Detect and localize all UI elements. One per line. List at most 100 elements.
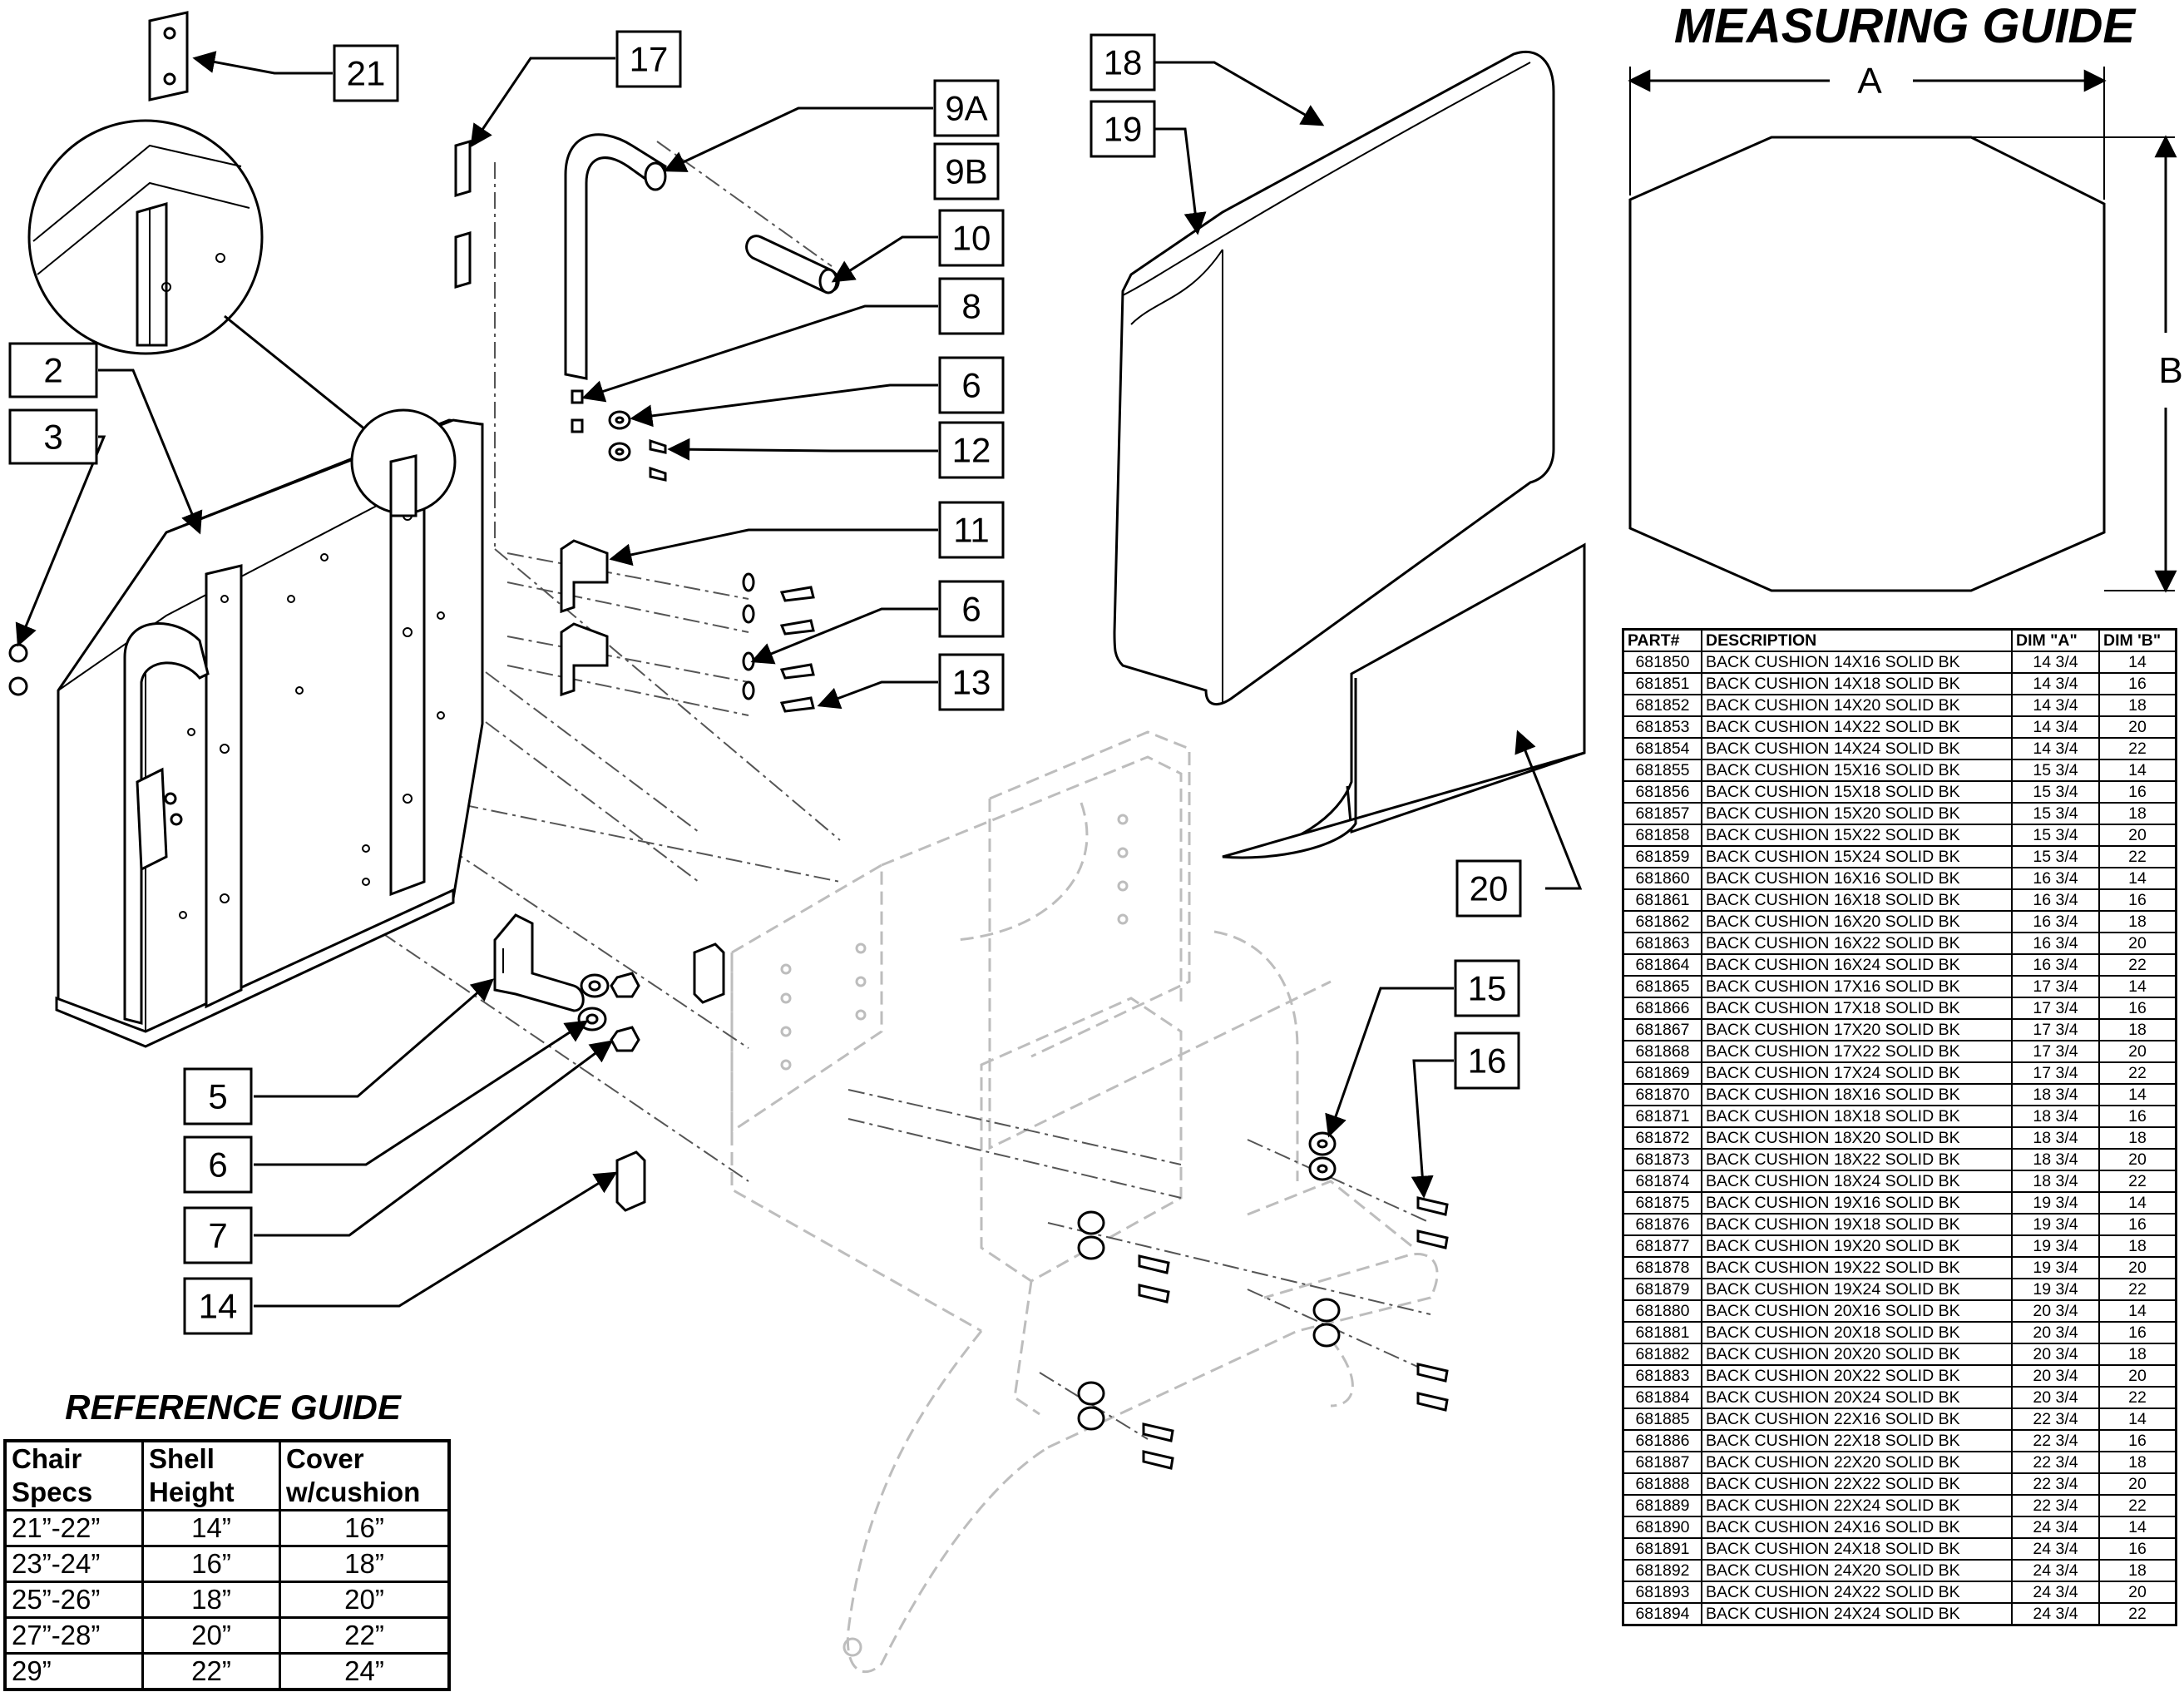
column-header-dim-a: DIM "A" <box>2011 628 2100 652</box>
table-cell: 681851 <box>1622 672 1702 695</box>
table-cell: 15 3/4 <box>2011 845 2100 868</box>
table-cell: 20 <box>2098 824 2177 847</box>
table-cell: 681855 <box>1622 759 1702 782</box>
table-cell: BACK CUSHION 20X20 SOLID BK <box>1701 1343 2013 1366</box>
table-cell: 18 <box>2098 910 2177 933</box>
callout-13: 13 <box>938 653 1005 711</box>
table-cell: 24” <box>279 1652 451 1691</box>
svg-text:20: 20 <box>1470 869 1509 908</box>
table-cell: 19 3/4 <box>2011 1278 2100 1301</box>
table-cell: 20” <box>141 1616 281 1655</box>
svg-text:5: 5 <box>208 1077 227 1116</box>
table-cell: 681892 <box>1622 1559 1702 1582</box>
table-cell: 18 3/4 <box>2011 1126 2100 1150</box>
table-cell: 681886 <box>1622 1429 1702 1452</box>
callout-11: 11 <box>938 501 1005 559</box>
callout-labels: 21 17 9A 9B 10 8 6 12 11 6 13 2 3 5 6 7 … <box>8 30 1522 1335</box>
table-cell: BACK CUSHION 20X16 SOLID BK <box>1701 1299 2013 1323</box>
table-cell: 18 3/4 <box>2011 1148 2100 1171</box>
table-cell: 681871 <box>1622 1105 1702 1128</box>
table-cell: 16 <box>2098 780 2177 804</box>
table-row: 21”-22”14”16” <box>3 1509 451 1547</box>
dimension-b-label: B <box>2158 350 2182 391</box>
measuring-guide-outline: A B <box>1628 61 2183 593</box>
table-cell: BACK CUSHION 16X16 SOLID BK <box>1701 867 2013 890</box>
table-cell: 18 3/4 <box>2011 1083 2100 1106</box>
table-cell: 18 3/4 <box>2011 1170 2100 1193</box>
table-cell: 14 <box>2098 1191 2177 1215</box>
table-cell: 681879 <box>1622 1278 1702 1301</box>
table-row: 23”-24”16”18” <box>3 1545 451 1583</box>
table-cell: 17 3/4 <box>2011 1040 2100 1063</box>
table-cell: 21”-22” <box>3 1509 144 1547</box>
table-cell: 14 <box>2098 1299 2177 1323</box>
table-cell: 14 <box>2098 759 2177 782</box>
table-cell: 681885 <box>1622 1408 1702 1431</box>
callout-2: 2 <box>8 342 98 398</box>
table-cell: BACK CUSHION 22X20 SOLID BK <box>1701 1451 2013 1474</box>
table-cell: 15 3/4 <box>2011 780 2100 804</box>
table-cell: BACK CUSHION 19X16 SOLID BK <box>1701 1191 2013 1215</box>
table-cell: 19 3/4 <box>2011 1191 2100 1215</box>
table-cell: 18” <box>279 1545 451 1583</box>
table-cell: 16 <box>2098 672 2177 695</box>
callout-18: 18 <box>1090 33 1156 92</box>
table-cell: 24 3/4 <box>2011 1559 2100 1582</box>
table-cell: 14 3/4 <box>2011 694 2100 717</box>
table-cell: 681873 <box>1622 1148 1702 1171</box>
table-cell: 17 3/4 <box>2011 1061 2100 1085</box>
table-cell: 20 3/4 <box>2011 1364 2100 1388</box>
column-header-chair-specs: Chair Specs <box>3 1439 144 1511</box>
callout-21: 21 <box>333 44 399 102</box>
table-cell: 22 <box>2098 1170 2177 1193</box>
table-cell: 681863 <box>1622 932 1702 955</box>
table-cell: 16” <box>279 1509 451 1547</box>
table-cell: BACK CUSHION 16X20 SOLID BK <box>1701 910 2013 933</box>
table-cell: 681876 <box>1622 1213 1702 1236</box>
table-cell: 16 <box>2098 1537 2177 1561</box>
table-cell: BACK CUSHION 19X22 SOLID BK <box>1701 1256 2013 1279</box>
table-cell: BACK CUSHION 24X16 SOLID BK <box>1701 1516 2013 1539</box>
table-cell: 22 3/4 <box>2011 1494 2100 1517</box>
table-cell: BACK CUSHION 24X22 SOLID BK <box>1701 1581 2013 1604</box>
svg-text:11: 11 <box>953 511 990 550</box>
table-cell: 681883 <box>1622 1364 1702 1388</box>
table-cell: 681860 <box>1622 867 1702 890</box>
callout-3: 3 <box>8 408 98 465</box>
table-cell: 15 3/4 <box>2011 802 2100 825</box>
table-cell: 681884 <box>1622 1386 1702 1409</box>
table-cell: BACK CUSHION 17X16 SOLID BK <box>1701 975 2013 998</box>
table-cell: 18 <box>2098 1018 2177 1041</box>
callout-9b: 9B <box>933 142 1000 200</box>
table-cell: BACK CUSHION 16X18 SOLID BK <box>1701 888 2013 912</box>
table-cell: 681861 <box>1622 888 1702 912</box>
table-cell: 681859 <box>1622 845 1702 868</box>
callout-6-upper: 6 <box>938 356 1005 414</box>
table-cell: 14” <box>141 1509 281 1547</box>
svg-text:13: 13 <box>952 663 991 702</box>
callout-8: 8 <box>938 277 1005 335</box>
table-cell: BACK CUSHION 18X16 SOLID BK <box>1701 1083 2013 1106</box>
table-cell: 681878 <box>1622 1256 1702 1279</box>
table-cell: 16 <box>2098 1105 2177 1128</box>
column-header-part-number: PART# <box>1622 628 1702 652</box>
table-cell: 16 3/4 <box>2011 910 2100 933</box>
table-cell: 14 3/4 <box>2011 715 2100 739</box>
table-cell: 14 3/4 <box>2011 651 2100 674</box>
